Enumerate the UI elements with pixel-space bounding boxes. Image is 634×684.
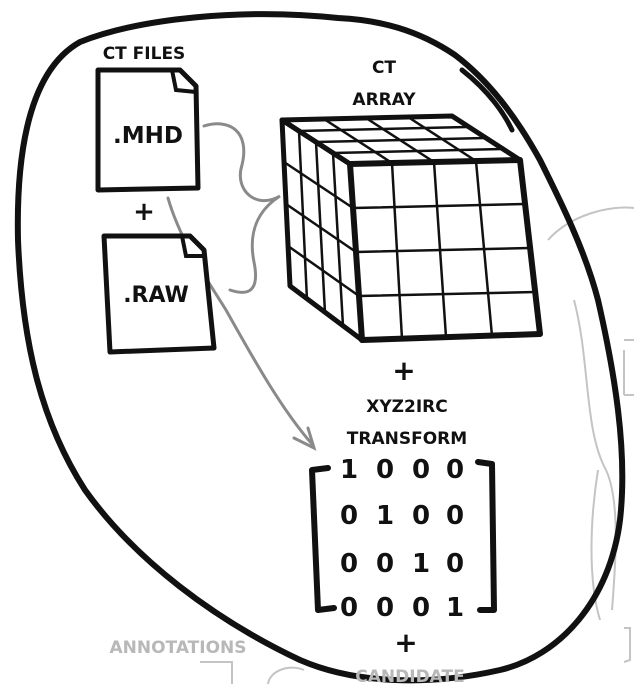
plus-matrix-candidate: + bbox=[394, 626, 417, 659]
cube-top-grid bbox=[297, 115, 504, 165]
matrix-cell: 0 bbox=[340, 549, 358, 579]
raw-label: .RAW bbox=[123, 283, 189, 308]
matrix-cell: 0 bbox=[446, 455, 464, 485]
grouping-blob bbox=[14, 11, 626, 684]
ct-array-cube bbox=[279, 113, 543, 343]
matrix-cell: 0 bbox=[446, 501, 464, 531]
matrix-cell: 0 bbox=[376, 593, 394, 623]
mhd-file-icon bbox=[95, 67, 201, 193]
ct-files-label: CT FILES bbox=[103, 44, 186, 64]
mhd-file: .MHD bbox=[95, 67, 201, 193]
brace-connector bbox=[202, 122, 281, 294]
plus-array-transform: + bbox=[392, 354, 415, 387]
matrix-cell: 1 bbox=[340, 455, 358, 485]
mhd-dog-ear bbox=[170, 69, 197, 94]
blob-overlap-stroke bbox=[459, 67, 515, 133]
matrix-cell: 0 bbox=[412, 593, 430, 623]
plus-files: + bbox=[133, 197, 155, 227]
transform-label-line1: XYZ2IRC bbox=[366, 397, 447, 417]
cube-front-face bbox=[347, 157, 543, 343]
raw-file: .RAW bbox=[101, 233, 217, 355]
matrix-cell: 1 bbox=[412, 549, 430, 579]
background-sketch bbox=[200, 206, 634, 684]
cube-left-grid bbox=[282, 129, 361, 328]
ct-array-label-line2: ARRAY bbox=[352, 90, 416, 110]
raw-dog-ear bbox=[180, 235, 204, 258]
matrix-cell: 0 bbox=[446, 549, 464, 579]
raw-file-icon bbox=[101, 233, 217, 355]
matrix-cell: 0 bbox=[412, 455, 430, 485]
matrix-left-bracket bbox=[309, 465, 337, 613]
matrix-cell: 0 bbox=[340, 593, 358, 623]
cube-front-grid bbox=[351, 159, 537, 341]
matrix-cell: 0 bbox=[376, 549, 394, 579]
transform-label-line2: TRANSFORM bbox=[347, 429, 467, 449]
matrix-cell: 1 bbox=[376, 501, 394, 531]
matrix-cell: 0 bbox=[412, 501, 430, 531]
matrix-cell: 0 bbox=[376, 455, 394, 485]
annotations-label: ANNOTATIONS bbox=[109, 638, 246, 658]
matrix-right-bracket bbox=[475, 459, 497, 613]
ct-array-label-line1: CT bbox=[372, 58, 396, 78]
matrix-cell: 0 bbox=[340, 501, 358, 531]
candidate-label: CANDIDATE bbox=[355, 667, 464, 684]
matrix-cell: 1 bbox=[446, 593, 464, 623]
mhd-label: .MHD bbox=[113, 123, 183, 149]
